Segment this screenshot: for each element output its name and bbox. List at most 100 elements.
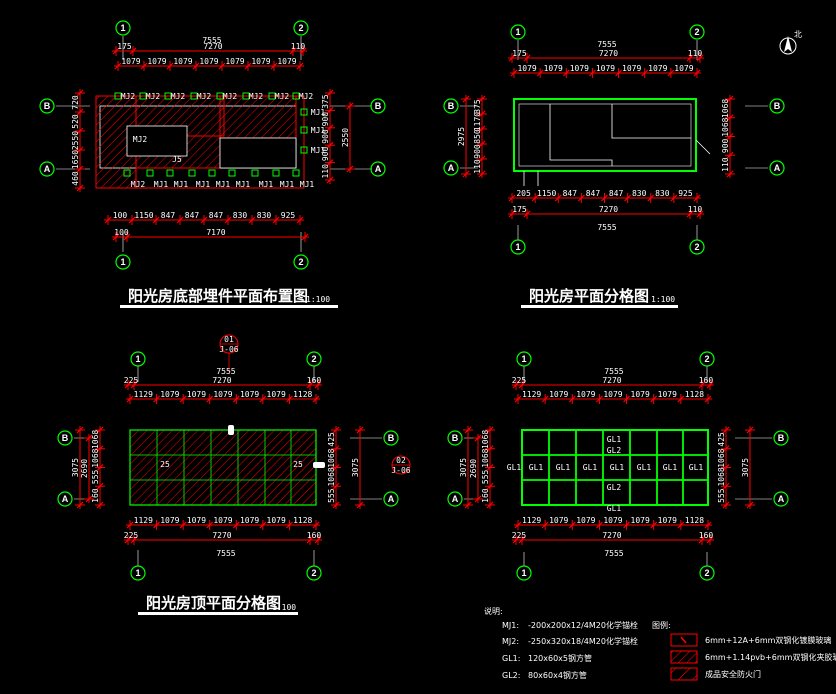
dimension-label: 1079 bbox=[187, 516, 206, 525]
dimension-label: 375 bbox=[321, 94, 330, 109]
legend-text: 成品安全防火门 bbox=[705, 669, 761, 679]
axis-label: A bbox=[44, 164, 51, 174]
dimension-label: 175 bbox=[117, 42, 132, 51]
dimension-label: 3075 bbox=[71, 458, 80, 477]
dimension-label: 1068 bbox=[717, 448, 726, 467]
axis-bubble-icon bbox=[57, 491, 73, 507]
embedded-part-marker bbox=[292, 169, 300, 177]
axis-label: A bbox=[452, 494, 459, 504]
dimension-label: 555 bbox=[327, 488, 336, 503]
dimension-label: 7555 bbox=[604, 549, 623, 558]
notes-block: 说明: MJ1: -200x200x12/4M20化学锚栓 MJ2: -250x… bbox=[484, 606, 638, 680]
plan1-opening bbox=[219, 137, 297, 169]
axis-label: 1 bbox=[120, 257, 125, 267]
dimension-label: 3075 bbox=[459, 458, 468, 477]
embedded-part-marker bbox=[300, 126, 308, 134]
dimension-label: 110 bbox=[473, 159, 482, 174]
embedded-part-marker bbox=[190, 92, 198, 100]
dimension-label: 1079 bbox=[631, 390, 650, 399]
dimension-label: 830 bbox=[257, 211, 272, 220]
dimension-label: 520 bbox=[71, 114, 80, 129]
dimension-label: 7555 bbox=[216, 549, 235, 558]
axis-label: B bbox=[62, 433, 69, 443]
axis-label: A bbox=[778, 494, 785, 504]
plan2-title-underline bbox=[521, 305, 678, 308]
dimension-label: 7555 bbox=[216, 367, 235, 376]
dimension-label: 1079 bbox=[603, 516, 622, 525]
axis-bubble-icon bbox=[699, 565, 715, 581]
dimension-label: 1079 bbox=[648, 64, 667, 73]
dimension-label: 850 bbox=[473, 129, 482, 144]
axis-bubble-icon bbox=[115, 254, 131, 270]
plan2-door bbox=[523, 171, 539, 186]
plan3-scale: 1:100 bbox=[272, 603, 296, 612]
dimension-label: 160 bbox=[481, 488, 490, 503]
legend-header: 图例: bbox=[652, 620, 671, 630]
dimension-label: 1068 bbox=[91, 448, 100, 467]
dimension-label: 1150 bbox=[537, 189, 556, 198]
dimension-label: 425 bbox=[327, 432, 336, 447]
dimension-label: 1079 bbox=[213, 390, 232, 399]
dimension-label: 100 bbox=[113, 211, 128, 220]
embedded-part-label: MJ1 bbox=[259, 180, 274, 189]
dimension-label: 900 bbox=[473, 144, 482, 159]
dimension-label: 225 bbox=[124, 531, 139, 540]
dimension-label: 847 bbox=[185, 211, 200, 220]
dimension-label: 900 bbox=[721, 138, 730, 153]
axis-bubble-icon bbox=[689, 24, 705, 40]
dimension-label: 160 bbox=[699, 376, 714, 385]
dimension-label: 1079 bbox=[549, 516, 568, 525]
dimension-label: 1068 bbox=[481, 448, 490, 467]
embedded-part-label: MJ1 bbox=[311, 126, 326, 135]
dimension-label: 555 bbox=[91, 469, 100, 484]
dimension-label: 1129 bbox=[134, 516, 153, 525]
dimension-label: 1068 bbox=[327, 448, 336, 467]
axis-bubble-icon bbox=[293, 254, 309, 270]
dimension-label: 1068 bbox=[327, 467, 336, 486]
axis-label: A bbox=[448, 163, 455, 173]
dimension-label: 1079 bbox=[160, 516, 179, 525]
north-label: 北 bbox=[794, 30, 802, 39]
axis-label: B bbox=[774, 101, 781, 111]
note-text: 120x60x5钢方管 bbox=[528, 653, 592, 663]
axis-label: 2 bbox=[694, 27, 699, 37]
plan1-title-block: 阳光房底部埋件平面布置图 1:100 bbox=[120, 287, 338, 308]
plan4-roof-outline bbox=[521, 429, 709, 506]
axis-label: 2 bbox=[298, 257, 303, 267]
dimension-label: 1128 bbox=[293, 516, 312, 525]
axis-label: A bbox=[388, 494, 395, 504]
callout-label: 01 bbox=[224, 335, 234, 344]
axis-bubble-icon bbox=[130, 565, 146, 581]
axis-label: B bbox=[448, 101, 455, 111]
dimension-label: 3075 bbox=[351, 458, 360, 477]
dimension-label: 205 bbox=[516, 189, 531, 198]
plan3-title-underline bbox=[138, 612, 298, 615]
embedded-part-label: MJ1 bbox=[236, 180, 251, 189]
dimension-label: 1068 bbox=[91, 430, 100, 449]
embedded-part-label: MJ1 bbox=[311, 108, 326, 117]
hatch-label: J5 bbox=[172, 155, 182, 164]
embedded-part-marker bbox=[146, 169, 154, 177]
dimension-label: 460 bbox=[71, 171, 80, 186]
dimension-label: 160 bbox=[91, 488, 100, 503]
embedded-part-label: MJ1 bbox=[196, 180, 211, 189]
dimension-label: 847 bbox=[586, 189, 601, 198]
dimension-label: 1079 bbox=[277, 57, 296, 66]
embedded-part-label: MJ1 bbox=[174, 180, 189, 189]
dimension-label: 1079 bbox=[121, 57, 140, 66]
dimension-label: 925 bbox=[678, 189, 693, 198]
axis-bubble-icon bbox=[510, 239, 526, 255]
axis-label: B bbox=[452, 433, 459, 443]
dimension-label: 2550 bbox=[341, 128, 350, 147]
embedded-part-marker bbox=[268, 92, 276, 100]
embedded-part-label: MJ2 bbox=[223, 92, 238, 101]
axis-label: 1 bbox=[120, 23, 125, 33]
axis-label: 2 bbox=[298, 23, 303, 33]
note-text: -200x200x12/4M20化学锚栓 bbox=[528, 620, 638, 630]
drawing-lines bbox=[39, 20, 789, 581]
embedded-part-marker bbox=[242, 92, 250, 100]
dimension-label: 1079 bbox=[603, 390, 622, 399]
axis-label: 1 bbox=[135, 354, 140, 364]
plan2-door bbox=[695, 139, 711, 155]
dimension-label: 160 bbox=[307, 376, 322, 385]
